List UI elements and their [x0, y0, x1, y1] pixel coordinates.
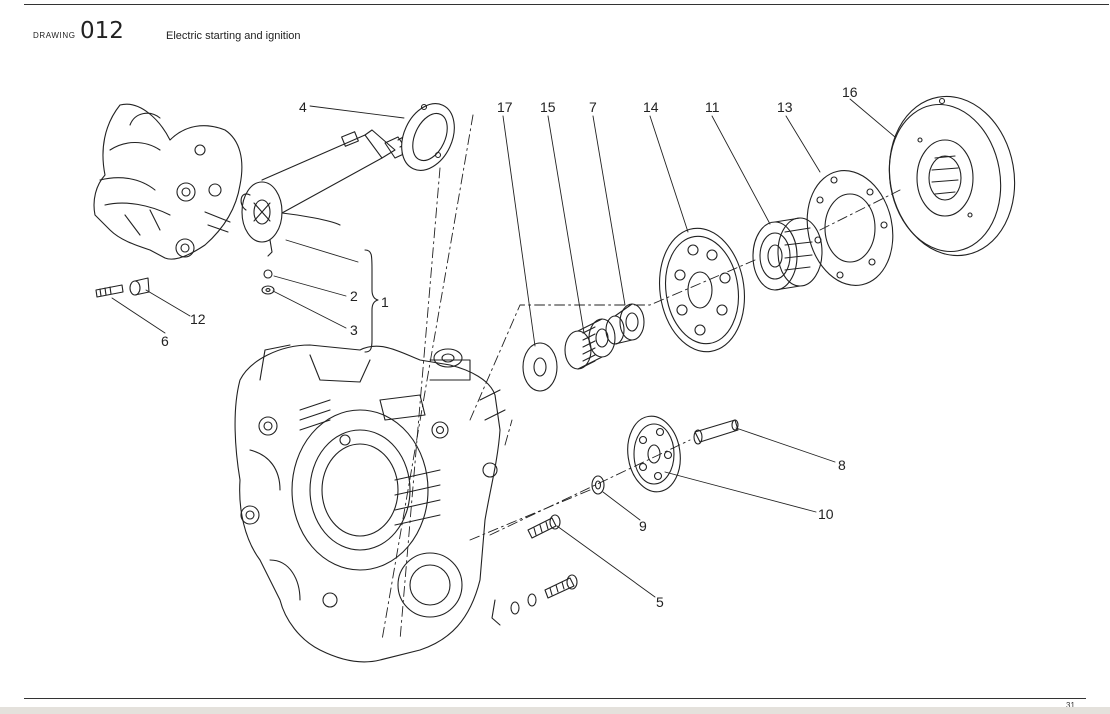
freewheel-11 — [752, 217, 823, 291]
callout-12: 12 — [190, 311, 206, 327]
drawing-number: 012 — [80, 18, 124, 44]
leader-lines — [111, 98, 896, 598]
callout-16: 16 — [842, 84, 858, 100]
washer-9 — [591, 475, 605, 495]
alignment-lines — [381, 114, 901, 641]
page-number: 31 — [1066, 701, 1075, 710]
callout-10: 10 — [818, 506, 834, 522]
starter-gasket — [401, 103, 455, 171]
callout-4: 4 — [299, 99, 307, 115]
callout-7: 7 — [589, 99, 597, 115]
screw-5 — [527, 514, 561, 539]
drawing-word: DRAWING — [33, 31, 76, 40]
callout-15: 15 — [540, 99, 556, 115]
top-rule — [24, 4, 1109, 5]
callout-6: 6 — [161, 333, 169, 349]
screw-6-and-spacer-12 — [95, 277, 150, 298]
callout-11: 11 — [705, 99, 720, 115]
flange-13 — [806, 170, 894, 286]
starter-motor — [240, 129, 411, 295]
callout-17: 17 — [497, 99, 513, 115]
callout-1: 1 — [381, 294, 389, 310]
roller-bearing-15 — [564, 318, 616, 370]
gear-14 — [658, 227, 746, 353]
drawing-title: Electric starting and ignition — [166, 30, 301, 42]
bracket-assembly-1 — [364, 249, 379, 353]
callout-9: 9 — [639, 518, 647, 534]
callout-14: 14 — [643, 99, 659, 115]
crankcase-fragment-upper — [93, 103, 243, 260]
callout-2: 2 — [350, 288, 358, 304]
gear-10 — [627, 415, 681, 493]
bottom-band — [0, 707, 1110, 714]
flywheel-16 — [888, 95, 1016, 257]
callout-3: 3 — [350, 322, 358, 338]
crankcase-main — [234, 344, 506, 663]
bottom-rule — [24, 698, 1086, 699]
washer-17 — [522, 342, 558, 392]
callout-13: 13 — [777, 99, 793, 115]
screw-5-lower-assembly — [491, 574, 578, 626]
callout-8: 8 — [838, 457, 846, 473]
shaft-8 — [693, 419, 739, 445]
bushing-7 — [605, 303, 645, 345]
callout-5: 5 — [656, 594, 664, 610]
